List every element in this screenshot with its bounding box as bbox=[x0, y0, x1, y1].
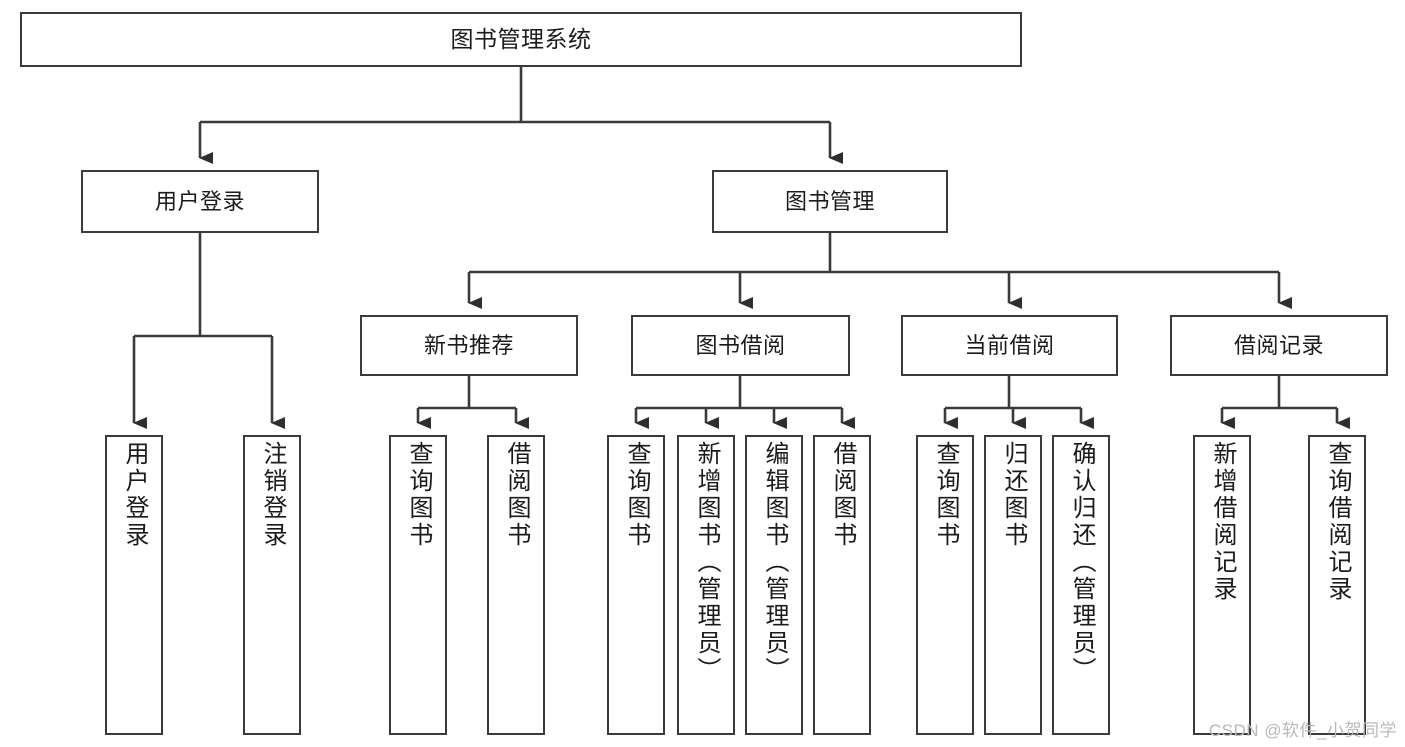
node-leaf-query-book-current[interactable]: 查询图书 bbox=[916, 435, 974, 735]
node-leaf-logout-label: 注销登录 bbox=[259, 441, 286, 549]
node-leaf-user-login[interactable]: 用户登录 bbox=[105, 435, 163, 735]
node-borrow-records[interactable]: 借阅记录 bbox=[1170, 315, 1388, 376]
node-leaf-add-borrow-record-label: 新增借阅记录 bbox=[1209, 441, 1236, 603]
node-leaf-edit-book-label: 编辑图书（管理员） bbox=[761, 441, 788, 684]
node-leaf-user-login-label: 用户登录 bbox=[121, 441, 148, 549]
node-user-login[interactable]: 用户登录 bbox=[81, 170, 319, 233]
node-leaf-edit-book[interactable]: 编辑图书（管理员） bbox=[745, 435, 803, 735]
node-leaf-confirm-return[interactable]: 确认归还（管理员） bbox=[1052, 435, 1110, 735]
node-root[interactable]: 图书管理系统 bbox=[20, 12, 1022, 67]
node-user-login-label: 用户登录 bbox=[154, 188, 245, 214]
node-leaf-borrow-book[interactable]: 借阅图书 bbox=[813, 435, 871, 735]
node-leaf-query-book-recommend-label: 查询图书 bbox=[405, 441, 432, 549]
node-leaf-query-book-borrow-label: 查询图书 bbox=[623, 441, 650, 549]
node-book-management[interactable]: 图书管理 bbox=[712, 170, 948, 233]
node-new-book-recommend-label: 新书推荐 bbox=[423, 332, 514, 358]
node-leaf-confirm-return-label: 确认归还（管理员） bbox=[1068, 441, 1095, 684]
node-book-management-label: 图书管理 bbox=[784, 188, 875, 214]
node-leaf-query-borrow-record-label: 查询借阅记录 bbox=[1324, 441, 1351, 603]
watermark-text: CSDN @软件_小贺同学 bbox=[1208, 721, 1397, 740]
node-leaf-query-book-recommend[interactable]: 查询图书 bbox=[389, 435, 447, 735]
node-leaf-add-book[interactable]: 新增图书（管理员） bbox=[677, 435, 735, 735]
node-leaf-query-borrow-record[interactable]: 查询借阅记录 bbox=[1308, 435, 1366, 735]
node-leaf-return-book-label: 归还图书 bbox=[1000, 441, 1027, 549]
node-leaf-return-book[interactable]: 归还图书 bbox=[984, 435, 1042, 735]
node-book-borrow[interactable]: 图书借阅 bbox=[631, 315, 850, 376]
node-leaf-logout[interactable]: 注销登录 bbox=[243, 435, 301, 735]
node-current-borrow-label: 当前借阅 bbox=[964, 332, 1055, 358]
node-borrow-records-label: 借阅记录 bbox=[1233, 332, 1324, 358]
node-new-book-recommend[interactable]: 新书推荐 bbox=[360, 315, 578, 376]
node-leaf-query-book-borrow[interactable]: 查询图书 bbox=[607, 435, 665, 735]
node-book-borrow-label: 图书借阅 bbox=[695, 332, 786, 358]
node-root-label: 图书管理系统 bbox=[450, 25, 592, 52]
node-leaf-add-book-label: 新增图书（管理员） bbox=[693, 441, 720, 684]
node-current-borrow[interactable]: 当前借阅 bbox=[901, 315, 1118, 376]
node-leaf-borrow-book-label: 借阅图书 bbox=[829, 441, 856, 549]
node-leaf-borrow-book-recommend-label: 借阅图书 bbox=[503, 441, 530, 549]
node-leaf-query-book-current-label: 查询图书 bbox=[932, 441, 959, 549]
node-leaf-borrow-book-recommend[interactable]: 借阅图书 bbox=[487, 435, 545, 735]
node-leaf-add-borrow-record[interactable]: 新增借阅记录 bbox=[1193, 435, 1251, 735]
